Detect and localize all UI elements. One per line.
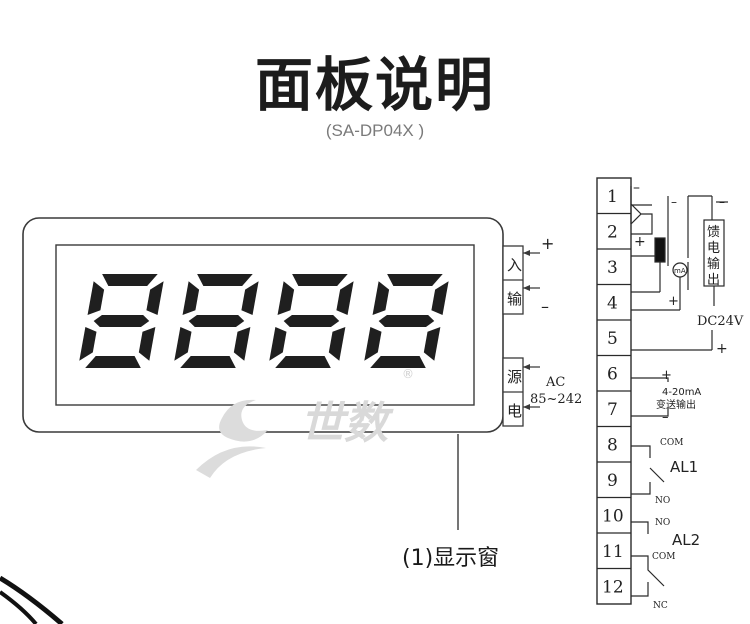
term4-plus: +: [668, 294, 679, 309]
page-title: 面板说明: [254, 51, 495, 119]
watermark-registered: ®: [402, 367, 414, 381]
terminal-number-1: 1: [607, 187, 618, 207]
cable-decoration: [0, 575, 64, 624]
current-output-sub: 变送输出: [656, 398, 696, 411]
digit-3-seg-a: [292, 274, 348, 286]
digit-3-seg-b: [336, 281, 354, 315]
al1-com-label: COM: [660, 438, 683, 448]
digit-1-seg-e: [79, 327, 97, 361]
input-port-label-top: 入: [507, 256, 522, 274]
feedback-char-1: 馈: [707, 225, 720, 240]
input-minus-sign: –: [541, 297, 549, 316]
dc24v-plus: +: [716, 341, 728, 357]
term2-plus: +: [634, 234, 646, 250]
al2-no-label: NO: [655, 518, 670, 528]
terminal-number-5: 5: [607, 329, 618, 349]
terminal-number-2: 2: [607, 223, 618, 243]
digit-2-seg-c: [233, 327, 251, 361]
digit-2-seg-e: [174, 327, 192, 361]
digit-4-seg-d: [370, 356, 426, 368]
digit-2-seg-f: [182, 281, 200, 315]
loop-top-minus: –: [671, 195, 677, 209]
power-port-label-bottom: 电: [507, 402, 522, 420]
watermark-logo: 世数 ®: [196, 367, 414, 478]
digit-4-seg-a: [387, 274, 443, 286]
terminal-number-6: 6: [607, 365, 618, 385]
terminal-number-9: 9: [607, 471, 618, 491]
seven-segment-digits: [79, 274, 449, 368]
digit-3-seg-f: [277, 281, 295, 315]
current-output-label: 4-20mA: [662, 387, 701, 398]
digit-1-seg-a: [102, 274, 158, 286]
terminal-number-8: 8: [607, 436, 618, 456]
digit-2-seg-d: [180, 356, 236, 368]
watermark-text: 世数: [300, 398, 394, 449]
al2-com-label: COM: [652, 552, 675, 562]
digit-3-seg-e: [269, 327, 287, 361]
display-window-caption: (1)显示窗: [402, 546, 500, 571]
feedback-top-minus: –: [719, 195, 725, 209]
digit-4-seg-e: [364, 327, 382, 361]
terminal-number-11: 11: [602, 542, 624, 562]
terminal-number-4: 4: [607, 294, 618, 314]
al1-no-label: NO: [655, 496, 670, 506]
terminal-number-10: 10: [602, 507, 624, 527]
digit-3-seg-g: [283, 315, 340, 327]
digit-3-seg-d: [275, 356, 331, 368]
terminal-number-7: 7: [607, 400, 618, 420]
input-plus-sign: +: [541, 234, 554, 253]
digit-2-seg-b: [241, 281, 259, 315]
digit-4-seg-b: [431, 281, 449, 315]
digit-1-seg-f: [87, 281, 105, 315]
output-minus: –: [662, 410, 669, 425]
ma-meter-label: mA: [674, 267, 686, 275]
power-port-label-top: 源: [507, 368, 522, 386]
al1-label: AL1: [670, 458, 698, 476]
display-window: [55, 244, 475, 406]
al2-nc-label: NC: [653, 601, 668, 611]
panel-outer-frame: [22, 217, 504, 433]
wiring-diagram: [630, 186, 728, 597]
al2-label: AL2: [672, 531, 700, 549]
feedback-char-3: 输: [707, 256, 720, 272]
feedback-char-4: 出: [707, 273, 720, 288]
wiring-labels: – + – + mA – 馈 电 输 出 DC24V + + 4-20mA 变送…: [633, 180, 744, 611]
terminal-number-12: 12: [602, 578, 624, 598]
digit-2-seg-g: [188, 315, 245, 327]
digit-4-seg-g: [378, 315, 435, 327]
input-port-label-bottom: 输: [507, 290, 522, 308]
power-ac-label: AC: [545, 375, 565, 390]
digit-1-seg-c: [138, 327, 156, 361]
cable-decoration-2: [0, 590, 38, 624]
digit-1-seg-d: [85, 356, 141, 368]
model-subtitle: (SA-DP04X ): [325, 121, 425, 140]
digit-1-seg-b: [146, 281, 164, 315]
term1-minus: –: [633, 180, 640, 196]
digit-4-seg-f: [372, 281, 390, 315]
digit-3-seg-c: [328, 327, 346, 361]
digit-4-seg-c: [423, 327, 441, 361]
digit-2-seg-a: [197, 274, 253, 286]
output-plus: +: [661, 368, 672, 383]
power-range-label: 85~242: [530, 392, 582, 407]
dc24v-label: DC24V: [697, 314, 744, 329]
digit-1-seg-g: [93, 315, 150, 327]
terminal-number-3: 3: [607, 258, 618, 278]
feedback-char-2: 电: [707, 241, 720, 256]
